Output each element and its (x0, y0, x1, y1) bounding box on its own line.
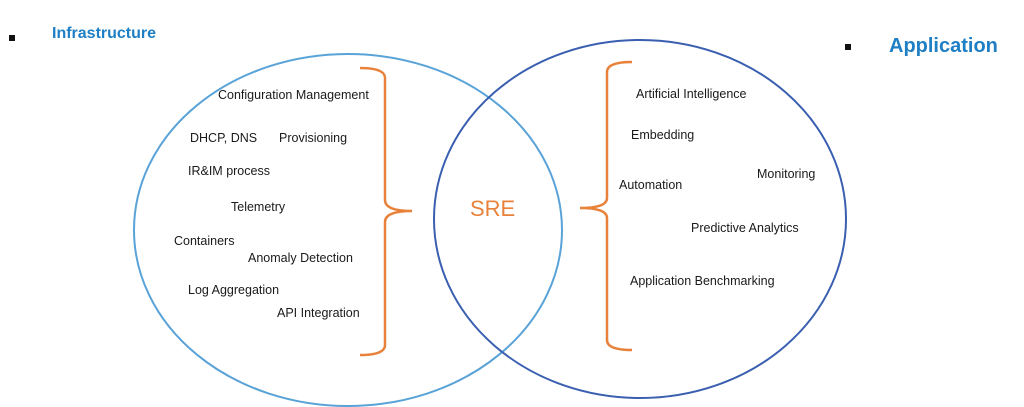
sre-label: SRE (470, 196, 515, 221)
item-application-benchmarking: Application Benchmarking (630, 274, 775, 288)
infrastructure-brace (359, 66, 413, 357)
item-ir-im-process: IR&IM process (188, 164, 270, 178)
item-dhcp-dns: DHCP, DNS (190, 131, 257, 145)
item-log-aggregation: Log Aggregation (188, 283, 279, 297)
infrastructure-heading: Infrastructure (52, 25, 157, 42)
item-automation: Automation (619, 178, 682, 192)
bullet-right (845, 44, 851, 50)
item-artificial-intelligence: Artificial Intelligence (636, 87, 747, 101)
bullet-left (9, 35, 15, 41)
application-heading: Application (889, 35, 998, 57)
item-telemetry: Telemetry (231, 200, 286, 214)
item-api-integration: API Integration (277, 306, 360, 320)
item-predictive-analytics: Predictive Analytics (691, 221, 799, 235)
item-embedding: Embedding (631, 128, 694, 142)
item-provisioning: Provisioning (279, 131, 347, 145)
item-monitoring: Monitoring (757, 167, 815, 181)
infrastructure-circle (133, 53, 563, 407)
application-brace (579, 60, 633, 352)
item-containers: Containers (174, 234, 234, 248)
item-configuration-management: Configuration Management (218, 88, 369, 102)
application-circle (433, 39, 847, 399)
item-anomaly-detection: Anomaly Detection (248, 251, 353, 265)
